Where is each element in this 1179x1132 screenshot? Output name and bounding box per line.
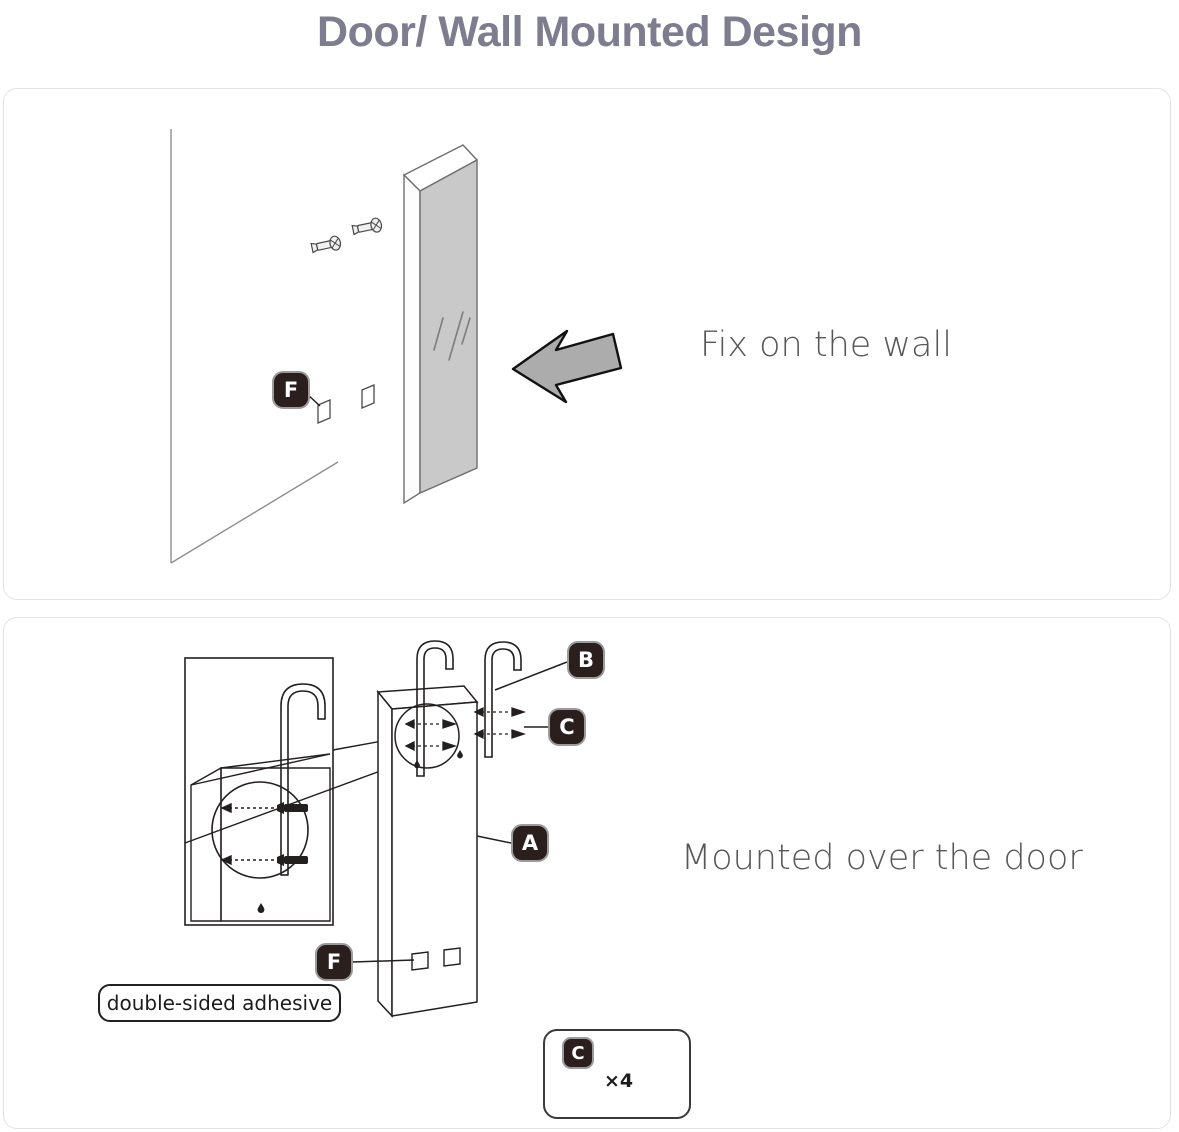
badge-f-adhesive[interactable]: F — [315, 943, 353, 981]
adhesive-label: double-sided adhesive — [98, 984, 341, 1022]
parts-quantity: ×4 — [604, 1070, 634, 1092]
badge-c-screw[interactable]: C — [548, 708, 586, 746]
badge-a-panel[interactable]: A — [511, 824, 549, 862]
caption-mounted-over-door: Mounted over the door — [681, 838, 1083, 878]
badge-f-wall[interactable]: F — [272, 371, 310, 409]
badge-b-hook[interactable]: B — [567, 641, 605, 679]
page-title: Door/ Wall Mounted Design — [317, 7, 862, 56]
panel-fix-on-wall — [3, 88, 1171, 600]
caption-fix-on-wall: Fix on the wall — [700, 325, 952, 365]
badge-c-parts[interactable]: C — [562, 1037, 594, 1069]
